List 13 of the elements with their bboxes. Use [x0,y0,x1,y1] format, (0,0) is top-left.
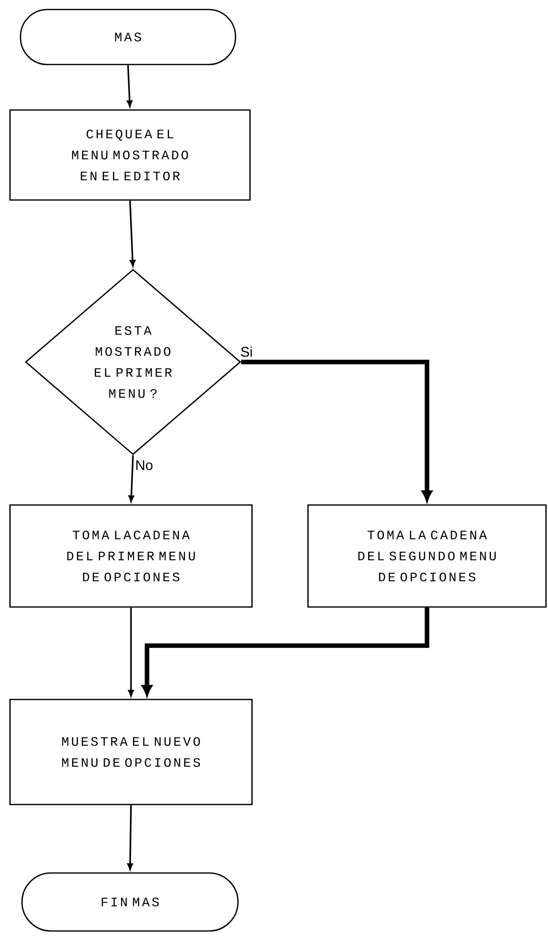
edge-label: Si [241,346,252,357]
process-box: TOMA LACADENA DEL PRIMER MENU DE OPCIONES [9,504,253,608]
arrow [126,65,133,107]
arrow [127,805,133,870]
arrow [128,455,134,502]
arrow [128,608,134,696]
arrow [241,360,432,502]
process-box: CHEQUEA EL MENU MOSTRADO EN EL EDITOR [9,109,251,201]
edge-label: No [136,460,152,470]
process-box: MUESTRA EL NUEVO MENU DE OPCIONES [9,698,253,806]
arrow [142,608,430,696]
arrow [129,200,136,266]
process-box: TOMA LA CADENA DEL SEGUNDO MENU DE OPCIONES [307,504,547,608]
